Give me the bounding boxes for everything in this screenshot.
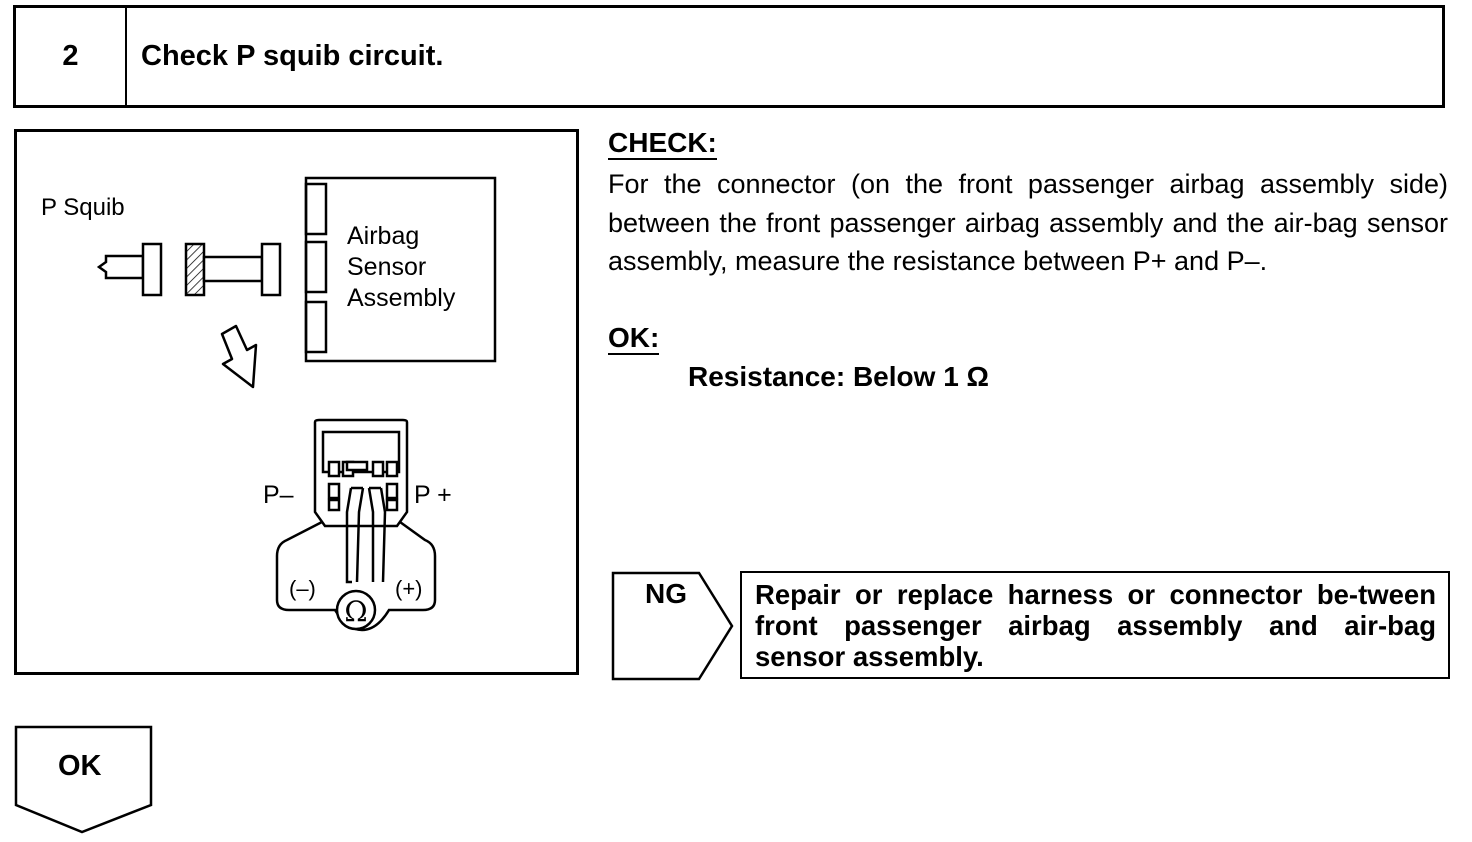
step-header: 2 Check P squib circuit. [13, 5, 1445, 108]
airbag-sensor-assembly [304, 176, 497, 363]
ohm-icon: Ω [344, 595, 367, 628]
wiring-diagram: P Squib Airbag Sensor Assembly [41, 176, 497, 632]
check-instructions: For the connector (on the front passenge… [608, 169, 1448, 276]
sensor-label-line2: Sensor [347, 253, 426, 281]
ng-arrow-icon [611, 571, 734, 681]
ohmmeter-body [275, 520, 437, 632]
step-number: 2 [16, 8, 127, 105]
sensor-label-line3: Assembly [347, 284, 456, 312]
meter-minus-label: (–) [289, 576, 316, 601]
meter-plus-label: (+) [395, 576, 423, 601]
ok-heading: OK: [608, 322, 660, 355]
check-heading: CHECK: [608, 127, 717, 160]
terminal-minus-label: P– [263, 481, 294, 509]
probe-leads [345, 486, 387, 584]
step-title: Check P squib circuit. [141, 40, 444, 72]
connector-face [313, 418, 409, 528]
ohmmeter-dial [335, 589, 377, 631]
ng-repair-action: Repair or replace harness or connector b… [740, 571, 1450, 679]
squib-plug [96, 242, 163, 297]
resistance-spec: Resistance: Below 1 Ω [688, 361, 989, 392]
squib-label: P Squib [41, 194, 125, 221]
terminal-plus-label: P + [414, 481, 452, 509]
ng-label: NG [645, 578, 687, 609]
harness-connector [184, 242, 282, 297]
sensor-label-line1: Airbag [347, 222, 419, 250]
ok-branch-label: OK [58, 750, 102, 782]
ok-arrow-icon [14, 725, 153, 834]
connector-illustration: P Squib Airbag Sensor Assembly [14, 129, 579, 675]
view-arrow-icon [220, 324, 258, 389]
